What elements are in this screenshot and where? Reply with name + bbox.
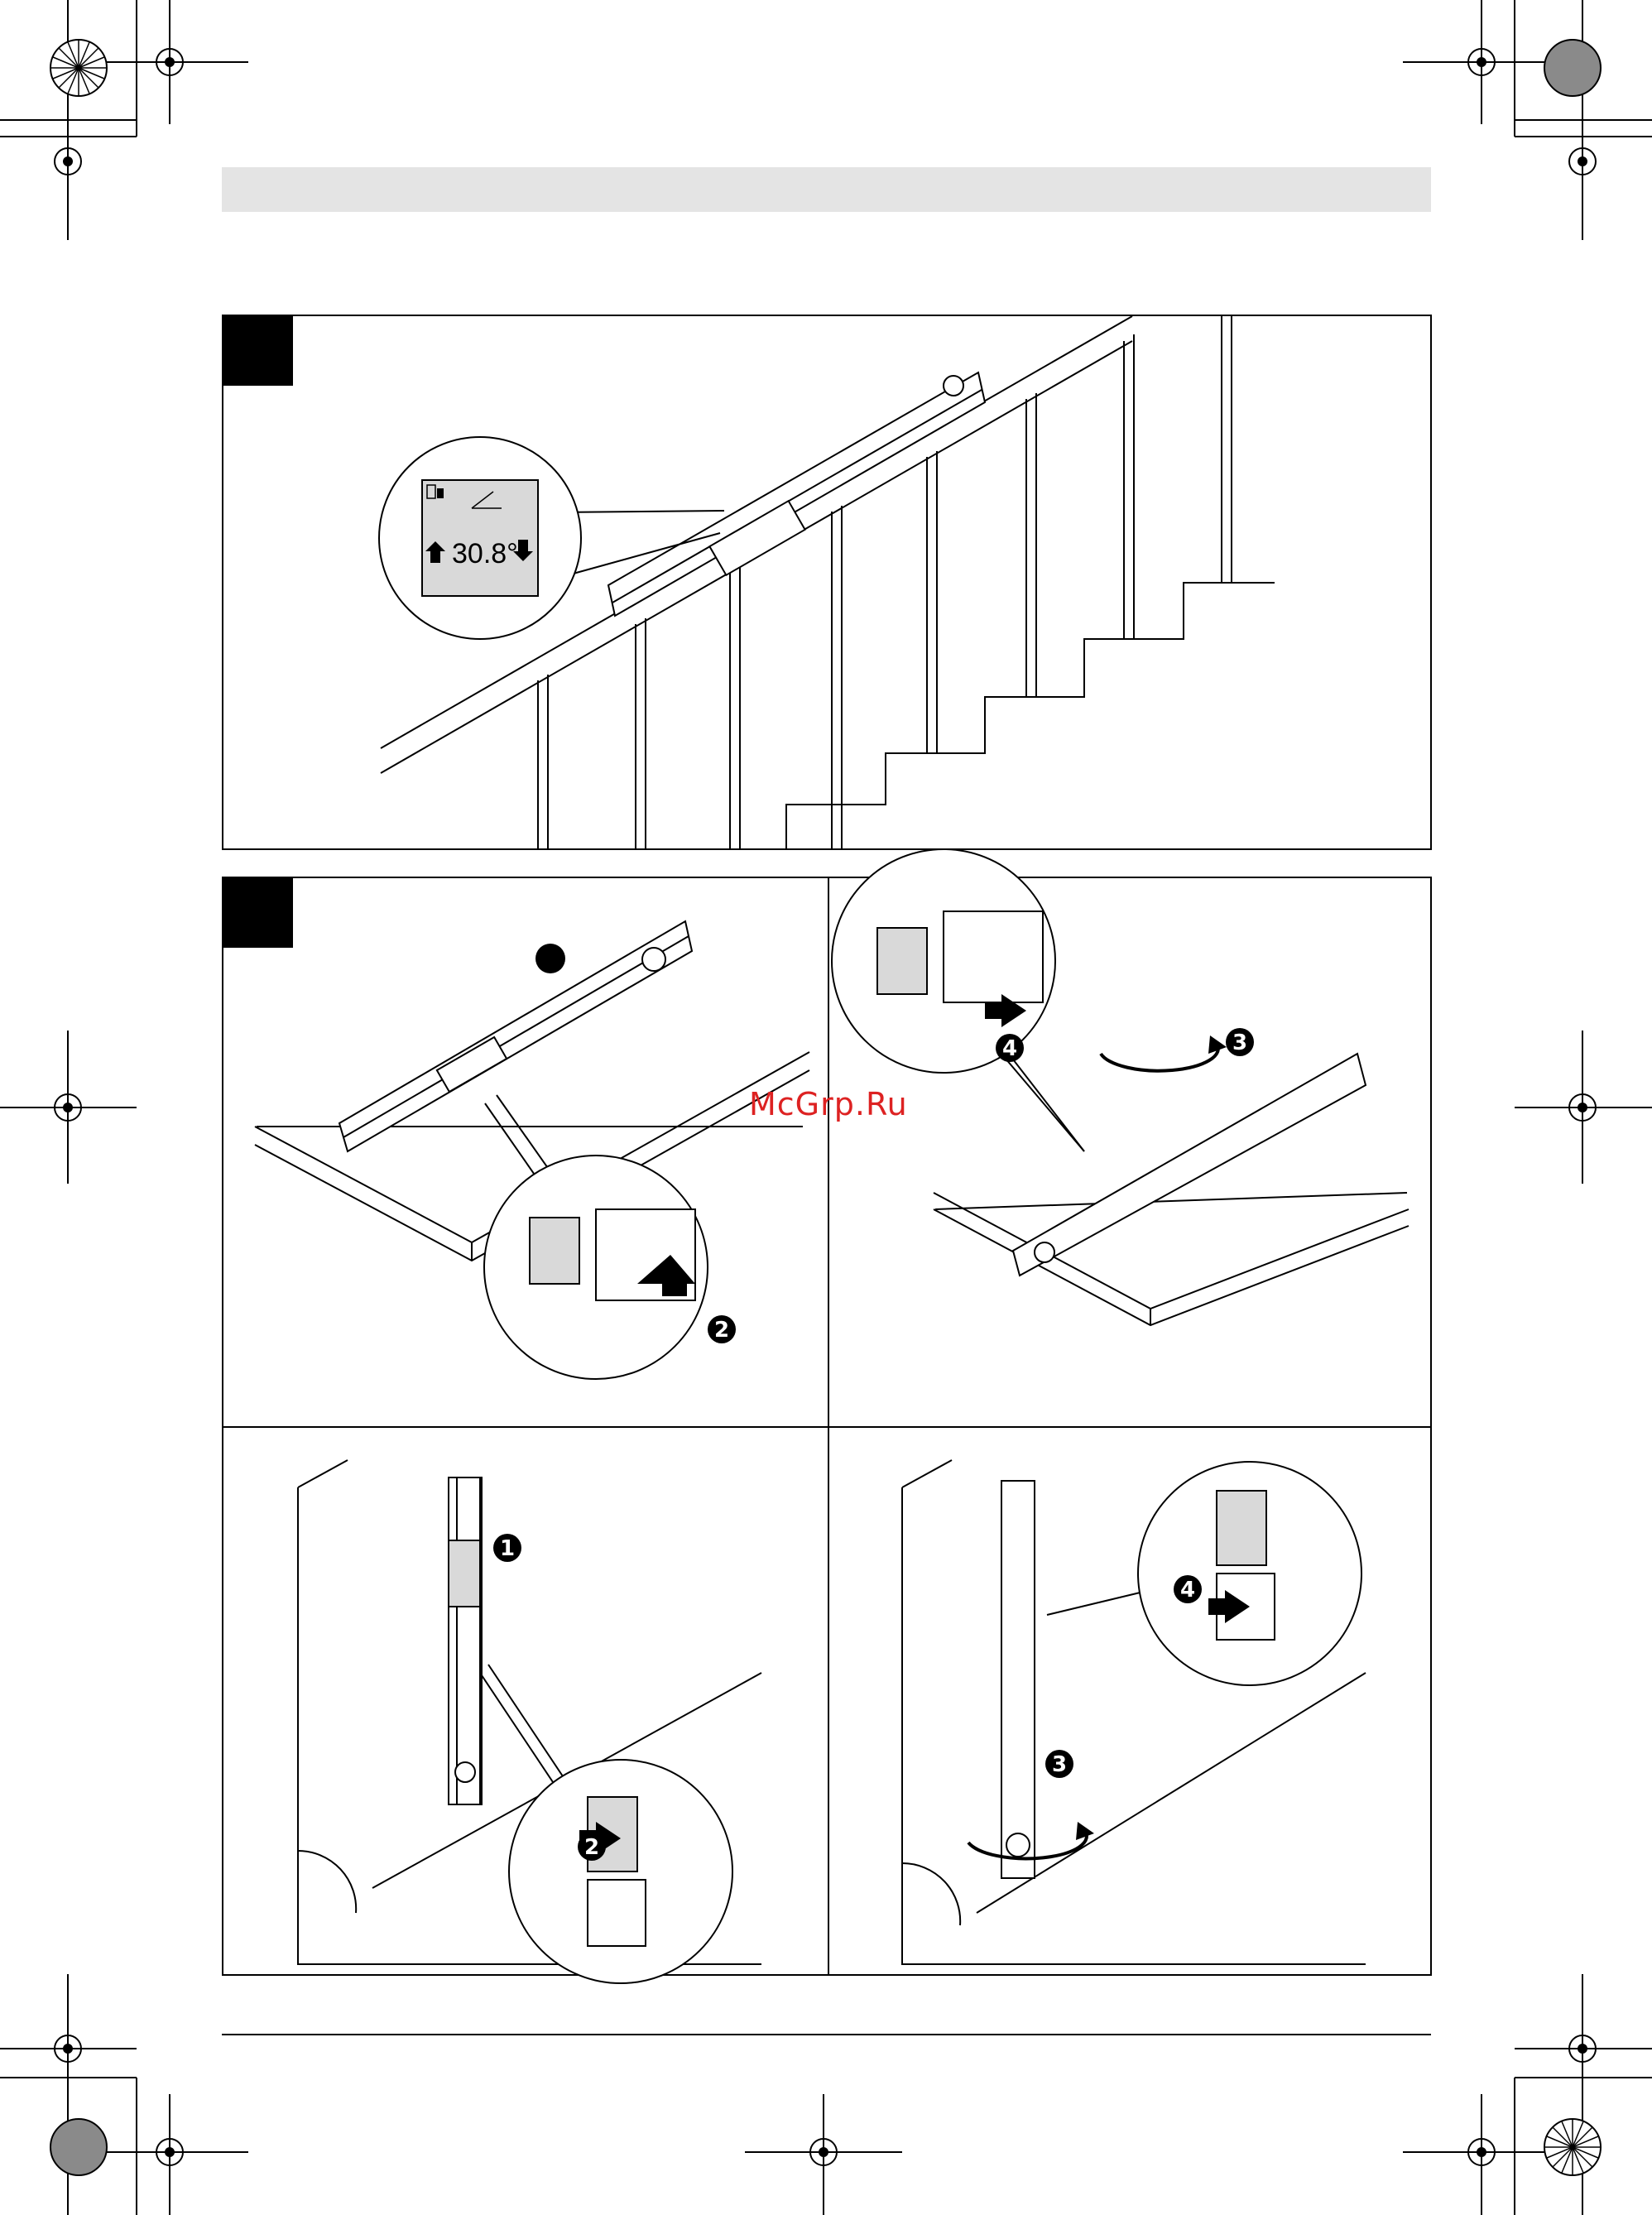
svg-text:3: 3 [1052, 1752, 1067, 1777]
page-header-bar [222, 167, 1431, 212]
svg-text:1: 1 [500, 1536, 515, 1561]
press-arrow-icon [579, 994, 1250, 1855]
watermark-text: McGrp.Ru [749, 1086, 908, 1122]
svg-text:4: 4 [1002, 1036, 1017, 1061]
svg-text:2: 2 [584, 1835, 599, 1860]
figure-2-panel: 1 2 2 3 3 4 4 [222, 877, 1432, 1976]
footer-rule [222, 2034, 1431, 2035]
step-badge-1: 1 [493, 1534, 521, 1562]
svg-text:4: 4 [1180, 1578, 1195, 1602]
svg-text:2: 2 [714, 1318, 729, 1343]
svg-text:3: 3 [1232, 1031, 1247, 1055]
calibration-illustrations: 1 2 2 3 3 4 4 [223, 878, 1433, 1977]
angle-readout: 30.8° [452, 538, 518, 570]
stair-illustration [223, 316, 1433, 852]
figure-1-panel: 30.8° [222, 315, 1432, 850]
